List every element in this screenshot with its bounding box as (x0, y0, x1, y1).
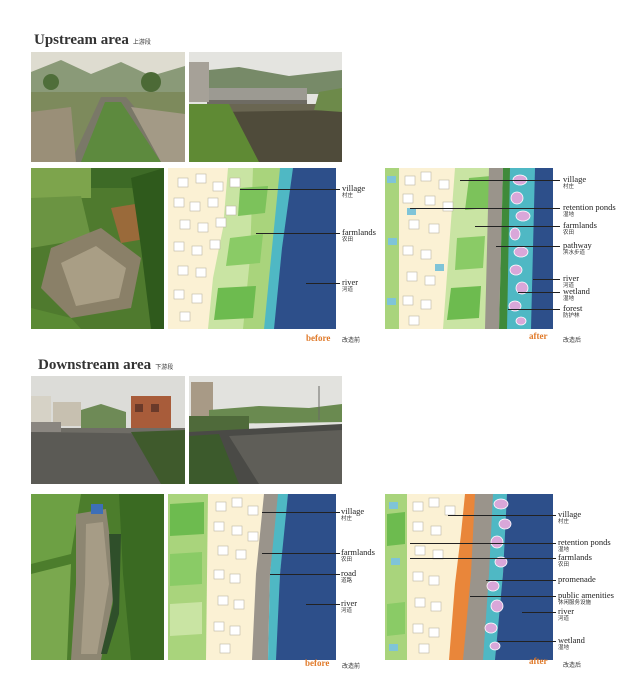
downstream-after-label-farmlands: farmlands 农田 (558, 552, 592, 569)
upstream-title-text: Upstream area (34, 32, 129, 48)
downstream-before-leader-road (270, 574, 340, 575)
upstream-aerial-photo (31, 168, 164, 329)
upstream-after-label-farmlands: farmlands 农田 (563, 220, 597, 237)
upstream-before-leader-river (306, 283, 340, 284)
upstream-after-leader-pathway (496, 246, 560, 247)
upstream-photo-channel (31, 52, 185, 162)
downstream-before-label-farmlands: farmlands 农田 (341, 547, 375, 564)
downstream-after-leader-promenade (486, 580, 556, 581)
upstream-after-tag-zh: 改造后 (563, 337, 582, 344)
downstream-after-label-promenade: promenade (558, 574, 596, 584)
downstream-before-leader-village (262, 512, 340, 513)
upstream-before-leader-farmlands (256, 233, 340, 234)
downstream-before-label-road: road 道路 (341, 568, 357, 585)
upstream-after-leader-wetland (518, 292, 560, 293)
downstream-after-leader-wetland (498, 641, 556, 642)
downstream-after-leader-river (522, 612, 556, 613)
downstream-after-tag: after (529, 656, 548, 666)
downstream-before-leader-farmlands (262, 553, 340, 554)
downstream-after-diagram (385, 494, 553, 660)
downstream-before-diagram (168, 494, 336, 660)
downstream-before-label-village: village 村庄 (341, 506, 365, 523)
upstream-after-label-ponds: retention ponds 湿地 (563, 202, 616, 219)
downstream-before-tag-zh: 改造前 (342, 663, 361, 670)
downstream-after-label-ponds: retention ponds 湿地 (558, 537, 611, 554)
downstream-title-zh: 下游段 (155, 364, 174, 371)
upstream-before-tag: before (306, 333, 331, 343)
downstream-before-leader-river (306, 604, 340, 605)
upstream-before-label-village: village 村庄 (342, 183, 366, 200)
downstream-after-tag-zh: 改造后 (563, 662, 582, 669)
upstream-after-leader-forest (508, 309, 560, 310)
upstream-after-diagram (385, 168, 553, 329)
downstream-photo-village-river (31, 376, 185, 484)
upstream-after-label-village: village 村庄 (563, 174, 587, 191)
upstream-photo-weir (189, 52, 342, 162)
upstream-after-label-wetland: wetland 湿地 (563, 286, 590, 303)
downstream-before-label-river: river 河道 (341, 598, 358, 615)
downstream-after-leader-village (448, 515, 556, 516)
upstream-after-leader-village (460, 180, 560, 181)
downstream-title-text: Downstream area (38, 357, 152, 373)
downstream-after-label-village: village 村庄 (558, 509, 582, 526)
downstream-after-leader-farmlands (410, 558, 556, 559)
upstream-after-label-forest: forest 防护林 (563, 303, 583, 320)
upstream-after-leader-farmlands (475, 226, 560, 227)
upstream-before-tag-zh: 改造前 (342, 337, 361, 344)
downstream-after-label-river: river 河道 (558, 606, 575, 623)
downstream-after-leader-ponds (410, 543, 556, 544)
upstream-before-label-river: river 河道 (342, 277, 359, 294)
downstream-before-tag: before (305, 658, 330, 668)
downstream-after-label-amenities: public amenities 休闲服务设施 (558, 590, 614, 607)
upstream-title-zh: 上游段 (132, 39, 151, 46)
upstream-after-label-river: river 河道 (563, 273, 580, 290)
upstream-before-label-farmlands: farmlands 农田 (342, 227, 376, 244)
upstream-after-leader-ponds (410, 208, 560, 209)
upstream-before-diagram (168, 168, 336, 329)
downstream-photo-river-view (189, 376, 342, 484)
downstream-aerial-photo (31, 494, 164, 660)
downstream-after-leader-amenities (470, 596, 556, 597)
upstream-after-tag: after (529, 331, 548, 341)
upstream-after-label-pathway: pathway 滨水步道 (563, 240, 592, 257)
upstream-after-leader-river (533, 279, 560, 280)
downstream-after-label-wetland: wetland 湿地 (558, 635, 585, 652)
upstream-before-leader-village (240, 189, 340, 190)
